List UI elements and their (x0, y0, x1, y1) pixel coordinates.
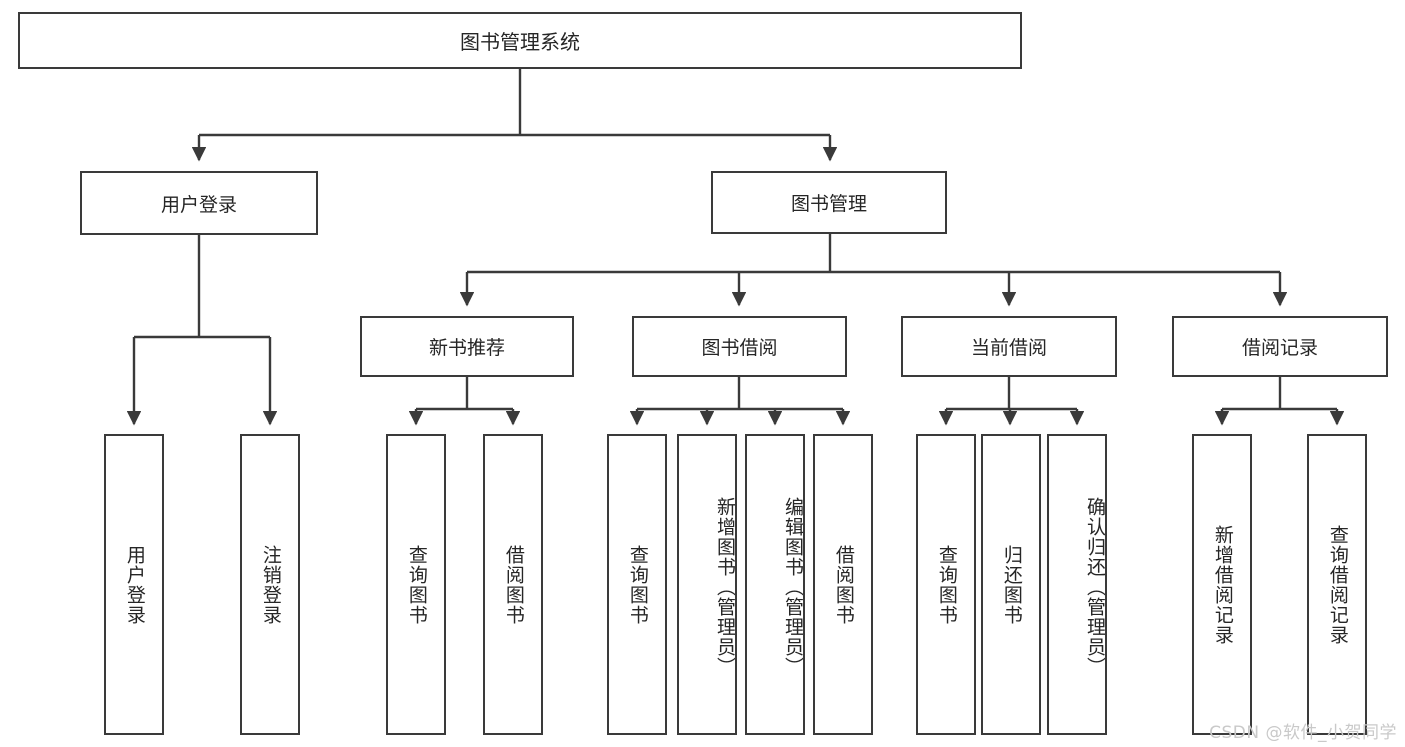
leaf-label: 查询图书 (626, 544, 649, 625)
leaf-query-borrow-record[interactable]: 查询借阅记录 (1307, 434, 1367, 735)
leaf-label: 编辑图书（管理员） (782, 496, 804, 677)
leaf-add-book-admin[interactable]: 新增图书（管理员） (677, 434, 737, 735)
node-current-borrow[interactable]: 当前借阅 (901, 316, 1117, 377)
leaf-borrow-book-newbook[interactable]: 借阅图书 (483, 434, 543, 735)
node-borrow-record[interactable]: 借阅记录 (1172, 316, 1388, 377)
leaf-logout-login[interactable]: 注销登录 (240, 434, 300, 735)
leaf-label: 确认归还（管理员） (1084, 496, 1106, 677)
leaf-query-book-borrow[interactable]: 查询图书 (607, 434, 667, 735)
leaf-label: 借阅图书 (832, 544, 855, 625)
leaf-label: 用户登录 (123, 544, 146, 625)
leaf-return-book[interactable]: 归还图书 (981, 434, 1041, 735)
leaf-user-login[interactable]: 用户登录 (104, 434, 164, 735)
leaf-label: 归还图书 (1000, 544, 1023, 625)
leaf-label: 查询图书 (935, 544, 958, 625)
leaf-label: 借阅图书 (502, 544, 525, 625)
node-book-management[interactable]: 图书管理 (711, 171, 947, 234)
leaf-borrow-book[interactable]: 借阅图书 (813, 434, 873, 735)
leaf-label: 新增图书（管理员） (714, 496, 736, 677)
leaf-confirm-return-admin[interactable]: 确认归还（管理员） (1047, 434, 1107, 735)
leaf-edit-book-admin[interactable]: 编辑图书（管理员） (745, 434, 805, 735)
node-book-borrow[interactable]: 图书借阅 (632, 316, 847, 377)
leaf-label: 查询图书 (405, 544, 428, 625)
node-root-system[interactable]: 图书管理系统 (18, 12, 1022, 69)
leaf-label: 查询借阅记录 (1326, 524, 1349, 645)
leaf-query-book-newbook[interactable]: 查询图书 (386, 434, 446, 735)
csdn-watermark: CSDN @软件_小贺同学 (1209, 723, 1397, 743)
node-new-book-recommend[interactable]: 新书推荐 (360, 316, 574, 377)
leaf-label: 注销登录 (259, 544, 282, 625)
leaf-query-book-current[interactable]: 查询图书 (916, 434, 976, 735)
leaf-add-borrow-record[interactable]: 新增借阅记录 (1192, 434, 1252, 735)
node-user-login[interactable]: 用户登录 (80, 171, 318, 235)
leaf-label: 新增借阅记录 (1211, 524, 1234, 645)
